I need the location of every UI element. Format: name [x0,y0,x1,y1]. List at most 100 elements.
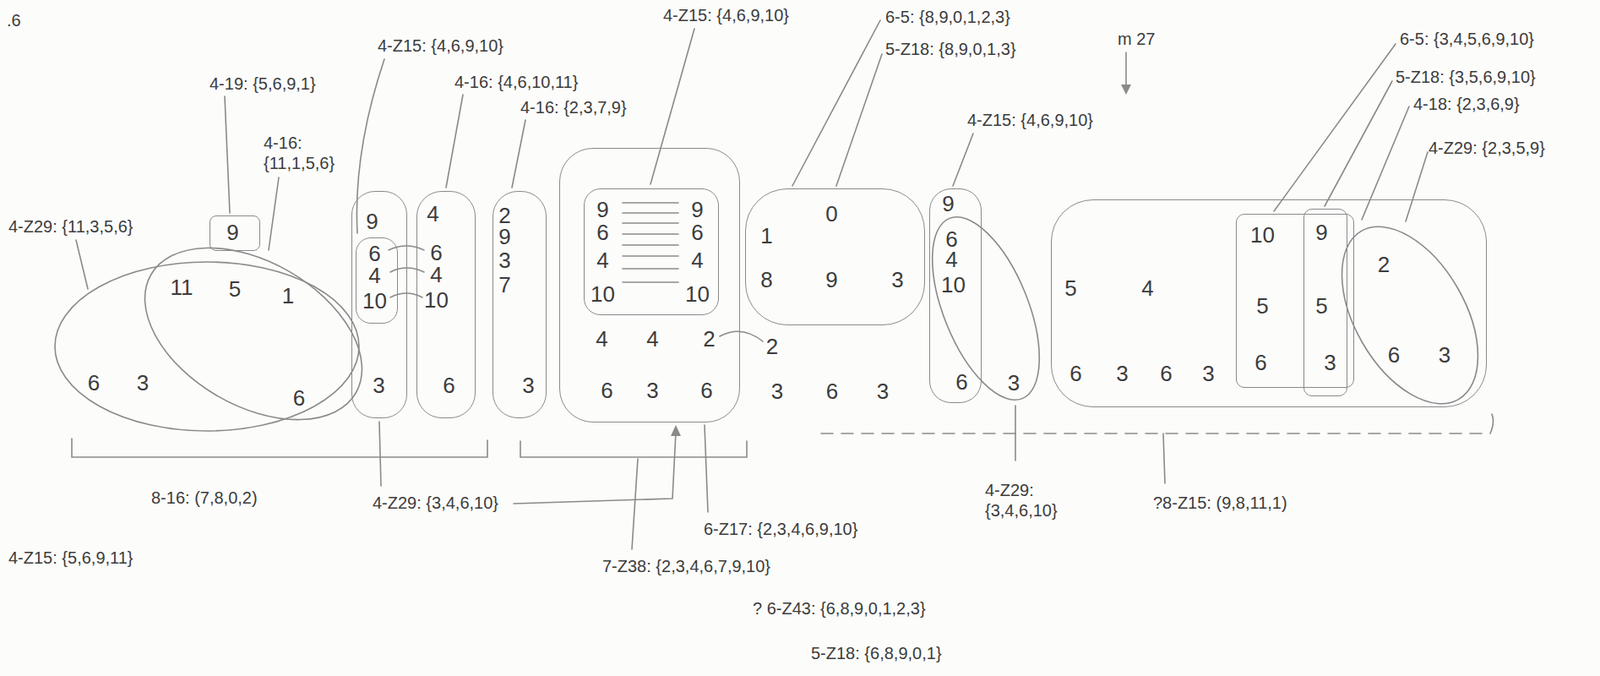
set-class-label: 4-16: {2,3,7,9} [520,97,627,118]
pitch-class-number: 4 [429,263,442,286]
pitch-class-number: 4 [691,249,703,272]
leader-line [446,94,463,188]
pitch-class-number: 9 [365,210,378,233]
set-outline: 6410 [355,237,398,324]
leader-line [792,20,881,186]
leader-line [1273,43,1396,212]
pitch-class-number: 4 [596,249,609,272]
pitch-class-number: 4 [368,264,381,287]
set-class-label: ?8-Z15: (9,8,11,1) [1153,492,1288,513]
pitch-class-number: 5 [1256,294,1269,317]
pitch-class-number: 3 [891,268,904,291]
pitch-class-number: 6 [1069,362,1082,385]
leader-line [513,432,676,504]
pitch-class-number: 1 [282,284,294,307]
pitch-class-number: 10 [685,282,710,305]
pitch-class-number: 4 [426,202,439,225]
set-outline: 4426369641096410 [559,147,741,423]
set-class-label: 6-Z17: {2,3,4,6,9,10} [703,518,858,539]
leader-line [704,424,708,512]
leader-line [1324,81,1393,207]
ellipse-outline [114,212,392,455]
pitch-class-number: 6 [691,221,703,244]
set-outline: 9 3 6410 [351,190,408,419]
dashed-line-end [1490,413,1494,434]
hatch-line [622,281,679,283]
hatch-line [622,233,679,235]
pitch-class-number: 0 [825,202,838,225]
pitch-class-number: 9 [226,221,239,244]
pitch-class-number: 6 [429,241,442,264]
pitch-class-number: 2 [702,327,715,350]
pitch-class-number: 6 [1254,351,1267,374]
set-class-label: 4-Z15: {4,6,9,10} [377,35,504,56]
set-class-label: 8-16: (7,8,0,2) [151,487,258,508]
hatch-line [622,222,679,224]
pitch-class-number: 10 [362,289,387,312]
pitch-class-number: 6 [87,371,100,394]
pitch-class-number: 5 [228,277,241,300]
pitch-class-number: 3 [876,380,889,403]
pitch-class-number: 4 [646,327,659,350]
tie-line [390,267,425,273]
ellipse-outline [52,260,362,433]
pitch-class-number: 2 [1377,253,1390,276]
hatch-line [622,244,679,246]
leader-line [76,239,88,289]
pitch-class-number: 3 [498,249,511,272]
pitch-class-number: 9 [498,225,511,248]
tie-line [390,293,423,298]
pitch-class-number: 9 [941,192,954,215]
set-outline: 464106 [416,190,476,419]
pitch-class-number: 5 [1315,294,1328,317]
set-class-label: 4-Z29: {3,4,6,10} [985,479,1073,521]
tie-line [719,331,763,342]
set-class-label: .6 [6,10,22,31]
set-class-label: 7-Z38: {2,3,4,6,7,9,10} [602,555,771,577]
set-class-label: 5-Z18: {8,9,0,1,3} [885,38,1017,60]
pitch-class-number: 6 [945,228,958,251]
hatch-line [622,267,679,270]
pitch-class-number: 4 [945,248,958,271]
pitch-class-number: 8 [760,268,773,291]
pitch-class-number: 6 [600,379,613,402]
set-class-label: m 27 [1117,28,1155,49]
pitch-class-number: 6 [1387,343,1400,366]
ellipse-outline [1313,203,1507,427]
pitch-class-number: 6 [955,370,968,393]
set-outline: 964106 [929,188,982,403]
tick-line [1014,405,1017,461]
leader-line [1361,106,1410,220]
pitch-class-number: 3 [646,379,659,402]
pitch-class-number: 4 [595,327,608,350]
set-outline: 29373 [492,190,547,419]
pitch-class-number: 10 [424,288,449,311]
pitch-class-number: 6 [700,379,713,402]
pitch-class-number: 3 [372,374,385,397]
leader-line [224,96,230,213]
pitch-class-number: 6 [442,374,455,397]
set-outline: 9 [209,215,261,251]
set-outline: 953 [1303,208,1348,397]
pitch-class-number: 6 [596,221,609,244]
set-outline [910,202,1062,415]
set-class-label: 4-Z29: {11,3,5,6} [8,216,134,237]
dashed-line [821,432,1491,435]
pitch-class-number: 9 [596,198,609,221]
set-class-label: 4-Z15: {4,6,9,10} [967,109,1094,131]
pitch-class-number: 2 [766,335,779,358]
pitch-class-number: 6 [368,242,381,265]
set-class-label: ? 6-Z43: {6,8,9,0,1,2,3} [752,598,926,619]
leader-line [952,133,974,186]
set-class-label: 4-Z15: {5,6,9,11} [8,547,134,568]
pitch-class-number: 9 [825,268,838,291]
pitch-class-number: 3 [136,371,149,394]
set-ellipse: 16 [143,246,365,423]
set-class-label: 4-16: {4,6,10,11} [454,71,578,93]
set-class-label: 5-Z18: {3,5,6,9,10} [1395,66,1536,88]
pitch-class-number: 1 [760,224,773,247]
set-ellipse: 263 [1340,225,1480,405]
pitch-class-number: 6 [1159,362,1172,385]
set-ellipse: 11563 [52,260,362,433]
